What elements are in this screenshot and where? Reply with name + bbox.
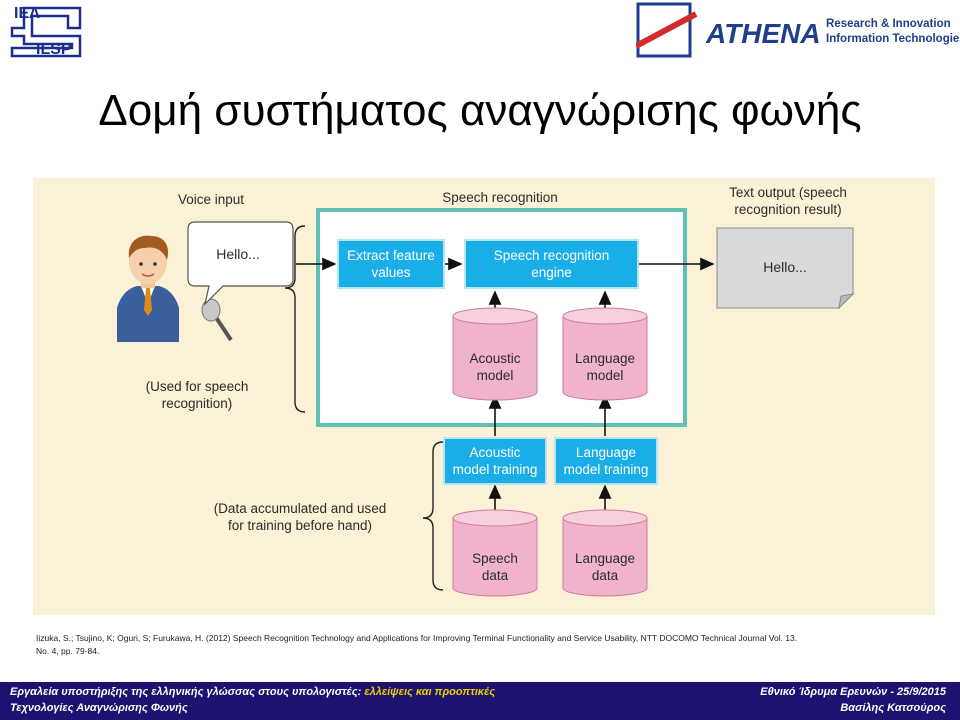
language-data-label: Language data <box>560 550 650 584</box>
athena-logo: ATHENA Research & Innovation Information… <box>636 2 960 60</box>
footer-bar: Εργαλεία υποστήριξης της ελληνικής γλώσσ… <box>0 682 960 720</box>
footer-venue-date: Εθνικό Ίδρυμα Ερευνών - 25/9/2015 <box>760 686 946 698</box>
extract-line-2: values <box>371 265 411 280</box>
speech-recognition-label: Speech recognition <box>442 190 558 205</box>
footer-event-title: Εργαλεία υποστήριξης της ελληνικής γλώσσ… <box>10 686 495 698</box>
citation: Iizuka, S.; Tsujino, K; Oguri, S; Furuka… <box>36 632 926 658</box>
data-label-line-2: for training before hand) <box>227 518 373 533</box>
footer-talk-title: Τεχνολογίες Αναγνώρισης Φωνής <box>10 702 188 714</box>
voice-input-label: Voice input <box>177 192 245 207</box>
ilsp-logo: IEΛ ILSP <box>10 2 90 58</box>
acoustic-model-line-1: Acoustic <box>469 351 521 366</box>
language-model-line-1: Language <box>574 351 636 366</box>
used-for-label: (Used for speech recognition) <box>117 378 277 412</box>
athena-tagline-2: Information Technologies <box>826 33 960 45</box>
language-model-label: Language model <box>560 350 650 384</box>
person-icon <box>117 235 179 342</box>
speech-data-label: Speech data <box>450 550 540 584</box>
citation-line-2: No. 4, pp. 79-84. <box>36 646 100 656</box>
language-training-line-1: Language <box>575 445 637 460</box>
data-label-line-1: (Data accumulated and used <box>213 501 387 516</box>
slide-title: Δομή συστήματος αναγνώρισης φωνής <box>98 86 862 135</box>
text-output-line-2: recognition result) <box>734 202 842 217</box>
language-data-line-2: data <box>591 568 619 583</box>
acoustic-model-cylinder <box>452 307 538 401</box>
speech-bubble <box>187 221 294 306</box>
engine-line-1: Speech recognition <box>493 248 610 263</box>
language-training-line-2: model training <box>563 462 649 477</box>
text-output-label: Text output (speech recognition result) <box>703 184 873 218</box>
footer-event-title-emph: ελλείψεις και προοπτικές <box>364 686 496 698</box>
acoustic-training-line-2: model training <box>452 462 538 477</box>
language-model-line-2: model <box>586 368 624 383</box>
used-for-line-1: (Used for speech <box>145 379 249 394</box>
footer-event-title-main: Εργαλεία υποστήριξης της ελληνικής γλώσσ… <box>10 686 365 698</box>
output-document <box>716 227 855 310</box>
acoustic-training-line-1: Acoustic <box>469 445 521 460</box>
athena-wordmark: ATHENA <box>706 18 821 49</box>
ilsp-text: ILSP <box>36 41 72 58</box>
acoustic-training-box: Acoustic model training <box>443 437 547 485</box>
acoustic-model-line-2: model <box>476 368 514 383</box>
language-data-line-1: Language <box>574 551 636 566</box>
speech-data-cylinder <box>452 509 538 597</box>
language-model-cylinder <box>562 307 648 401</box>
text-output-line-1: Text output (speech <box>729 185 847 200</box>
speech-recognition-diagram: Voice input Speech recognition Text outp… <box>33 178 935 615</box>
language-training-box: Language model training <box>554 437 658 485</box>
speech-bubble-text: Hello... <box>216 246 260 262</box>
citation-line-1: Iizuka, S.; Tsujino, K; Oguri, S; Furuka… <box>36 633 798 643</box>
iel-text: IEΛ <box>14 5 40 22</box>
brace-data-accumulated <box>422 441 444 591</box>
engine-line-2: engine <box>531 265 572 280</box>
data-accumulated-label: (Data accumulated and used for training … <box>185 500 415 534</box>
recognition-engine-box: Speech recognition engine <box>464 239 639 289</box>
brace-used-for <box>284 225 306 413</box>
extract-line-1: Extract feature <box>347 248 435 263</box>
language-data-cylinder <box>562 509 648 597</box>
extract-feature-box: Extract feature values <box>337 239 445 289</box>
acoustic-model-label: Acoustic model <box>450 350 540 384</box>
used-for-line-2: recognition) <box>161 396 233 411</box>
footer-speaker: Βασίλης Κατσούρος <box>840 702 946 714</box>
athena-tagline-1: Research & Innovation <box>826 18 951 30</box>
microphone-icon <box>201 298 233 342</box>
output-document-text: Hello... <box>763 259 807 275</box>
speech-data-line-2: data <box>481 568 509 583</box>
athena-emblem-icon <box>636 2 698 58</box>
speech-data-line-1: Speech <box>472 551 518 566</box>
